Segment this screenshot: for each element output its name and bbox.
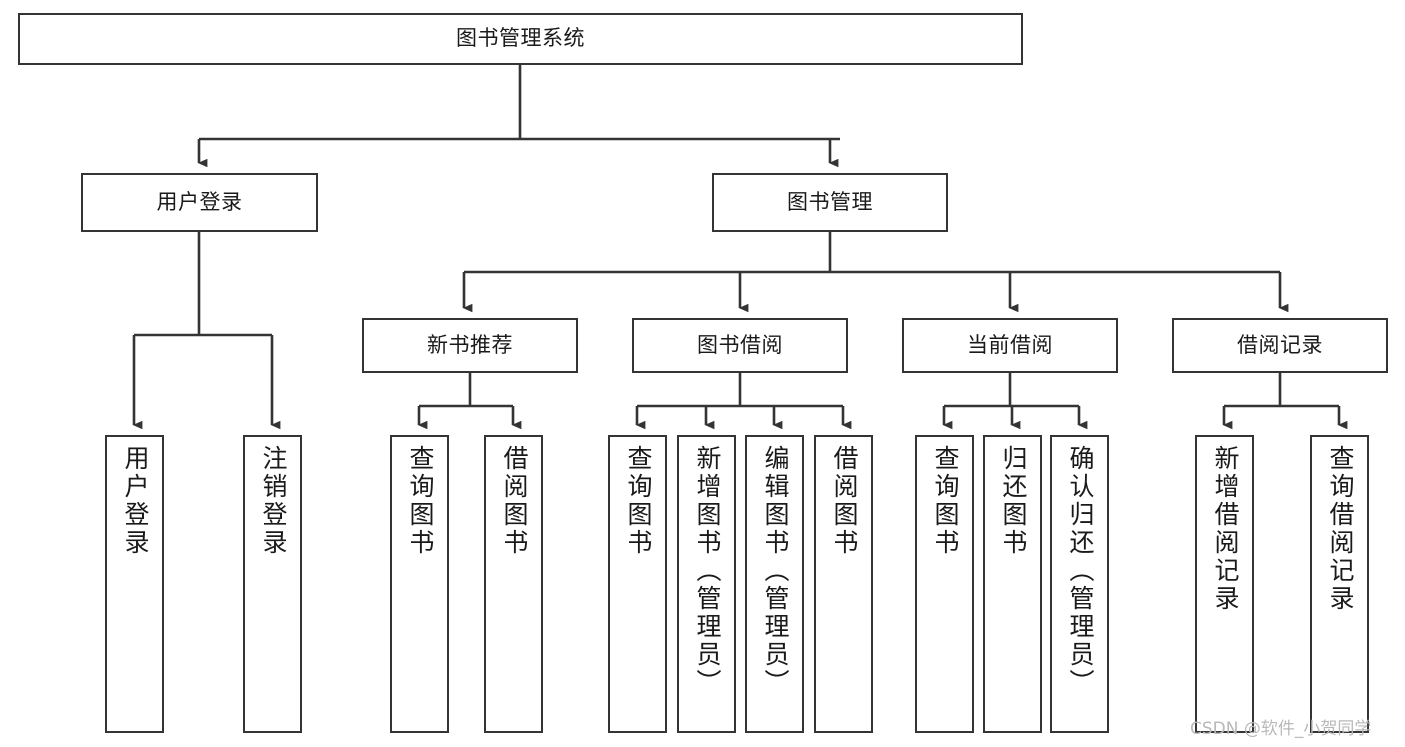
leaf-query-book-2[interactable]: 查询图书 xyxy=(608,435,667,733)
leaf-query-book-3[interactable]: 查询图书 xyxy=(915,435,974,733)
leaf-borrow-book-1[interactable]: 借阅图书 xyxy=(484,435,543,733)
leaf-add-borrow-record[interactable]: 新增借阅记录 xyxy=(1195,435,1254,733)
leaf-add-book[interactable]: 新增图书（管理员） xyxy=(677,435,736,733)
watermark: CSDN @软件_小贺同学 xyxy=(1190,719,1372,739)
node-user-login[interactable]: 用户登录 xyxy=(81,173,318,232)
node-current-borrow-label: 当前借阅 xyxy=(967,333,1053,357)
leaf-return-book[interactable]: 归还图书 xyxy=(983,435,1042,733)
leaf-query-borrow-record-label: 查询借阅记录 xyxy=(1326,445,1354,613)
leaf-edit-book[interactable]: 编辑图书（管理员） xyxy=(745,435,804,733)
leaf-confirm-return-label: 确认归还（管理员） xyxy=(1066,445,1094,697)
leaf-confirm-return[interactable]: 确认归还（管理员） xyxy=(1050,435,1109,733)
leaf-borrow-book-1-label: 借阅图书 xyxy=(500,445,528,557)
leaf-user-login[interactable]: 用户登录 xyxy=(105,435,164,733)
leaf-query-book-1[interactable]: 查询图书 xyxy=(390,435,449,733)
leaf-return-book-label: 归还图书 xyxy=(999,445,1027,557)
node-book-manage[interactable]: 图书管理 xyxy=(712,173,948,232)
node-borrow-record[interactable]: 借阅记录 xyxy=(1172,318,1388,373)
node-borrow-record-label: 借阅记录 xyxy=(1237,333,1323,357)
leaf-edit-book-label: 编辑图书（管理员） xyxy=(761,445,789,697)
leaf-user-login-label: 用户登录 xyxy=(121,445,149,557)
leaf-query-book-2-label: 查询图书 xyxy=(624,445,652,557)
leaf-query-borrow-record[interactable]: 查询借阅记录 xyxy=(1310,435,1369,733)
leaf-add-book-label: 新增图书（管理员） xyxy=(693,445,721,697)
node-new-book-recommend[interactable]: 新书推荐 xyxy=(362,318,578,373)
node-root[interactable]: 图书管理系统 xyxy=(18,13,1023,65)
leaf-borrow-book-2[interactable]: 借阅图书 xyxy=(814,435,873,733)
node-book-borrow-label: 图书借阅 xyxy=(697,333,783,357)
node-new-book-recommend-label: 新书推荐 xyxy=(427,333,513,357)
leaf-query-book-1-label: 查询图书 xyxy=(406,445,434,557)
node-book-borrow[interactable]: 图书借阅 xyxy=(632,318,848,373)
leaf-borrow-book-2-label: 借阅图书 xyxy=(830,445,858,557)
node-user-login-label: 用户登录 xyxy=(156,190,243,214)
leaf-user-logout-label: 注销登录 xyxy=(259,445,287,557)
leaf-query-book-3-label: 查询图书 xyxy=(931,445,959,557)
leaf-add-borrow-record-label: 新增借阅记录 xyxy=(1211,445,1239,613)
node-current-borrow[interactable]: 当前借阅 xyxy=(902,318,1118,373)
leaf-user-logout[interactable]: 注销登录 xyxy=(243,435,302,733)
node-book-manage-label: 图书管理 xyxy=(787,190,873,214)
node-root-label: 图书管理系统 xyxy=(456,27,585,51)
